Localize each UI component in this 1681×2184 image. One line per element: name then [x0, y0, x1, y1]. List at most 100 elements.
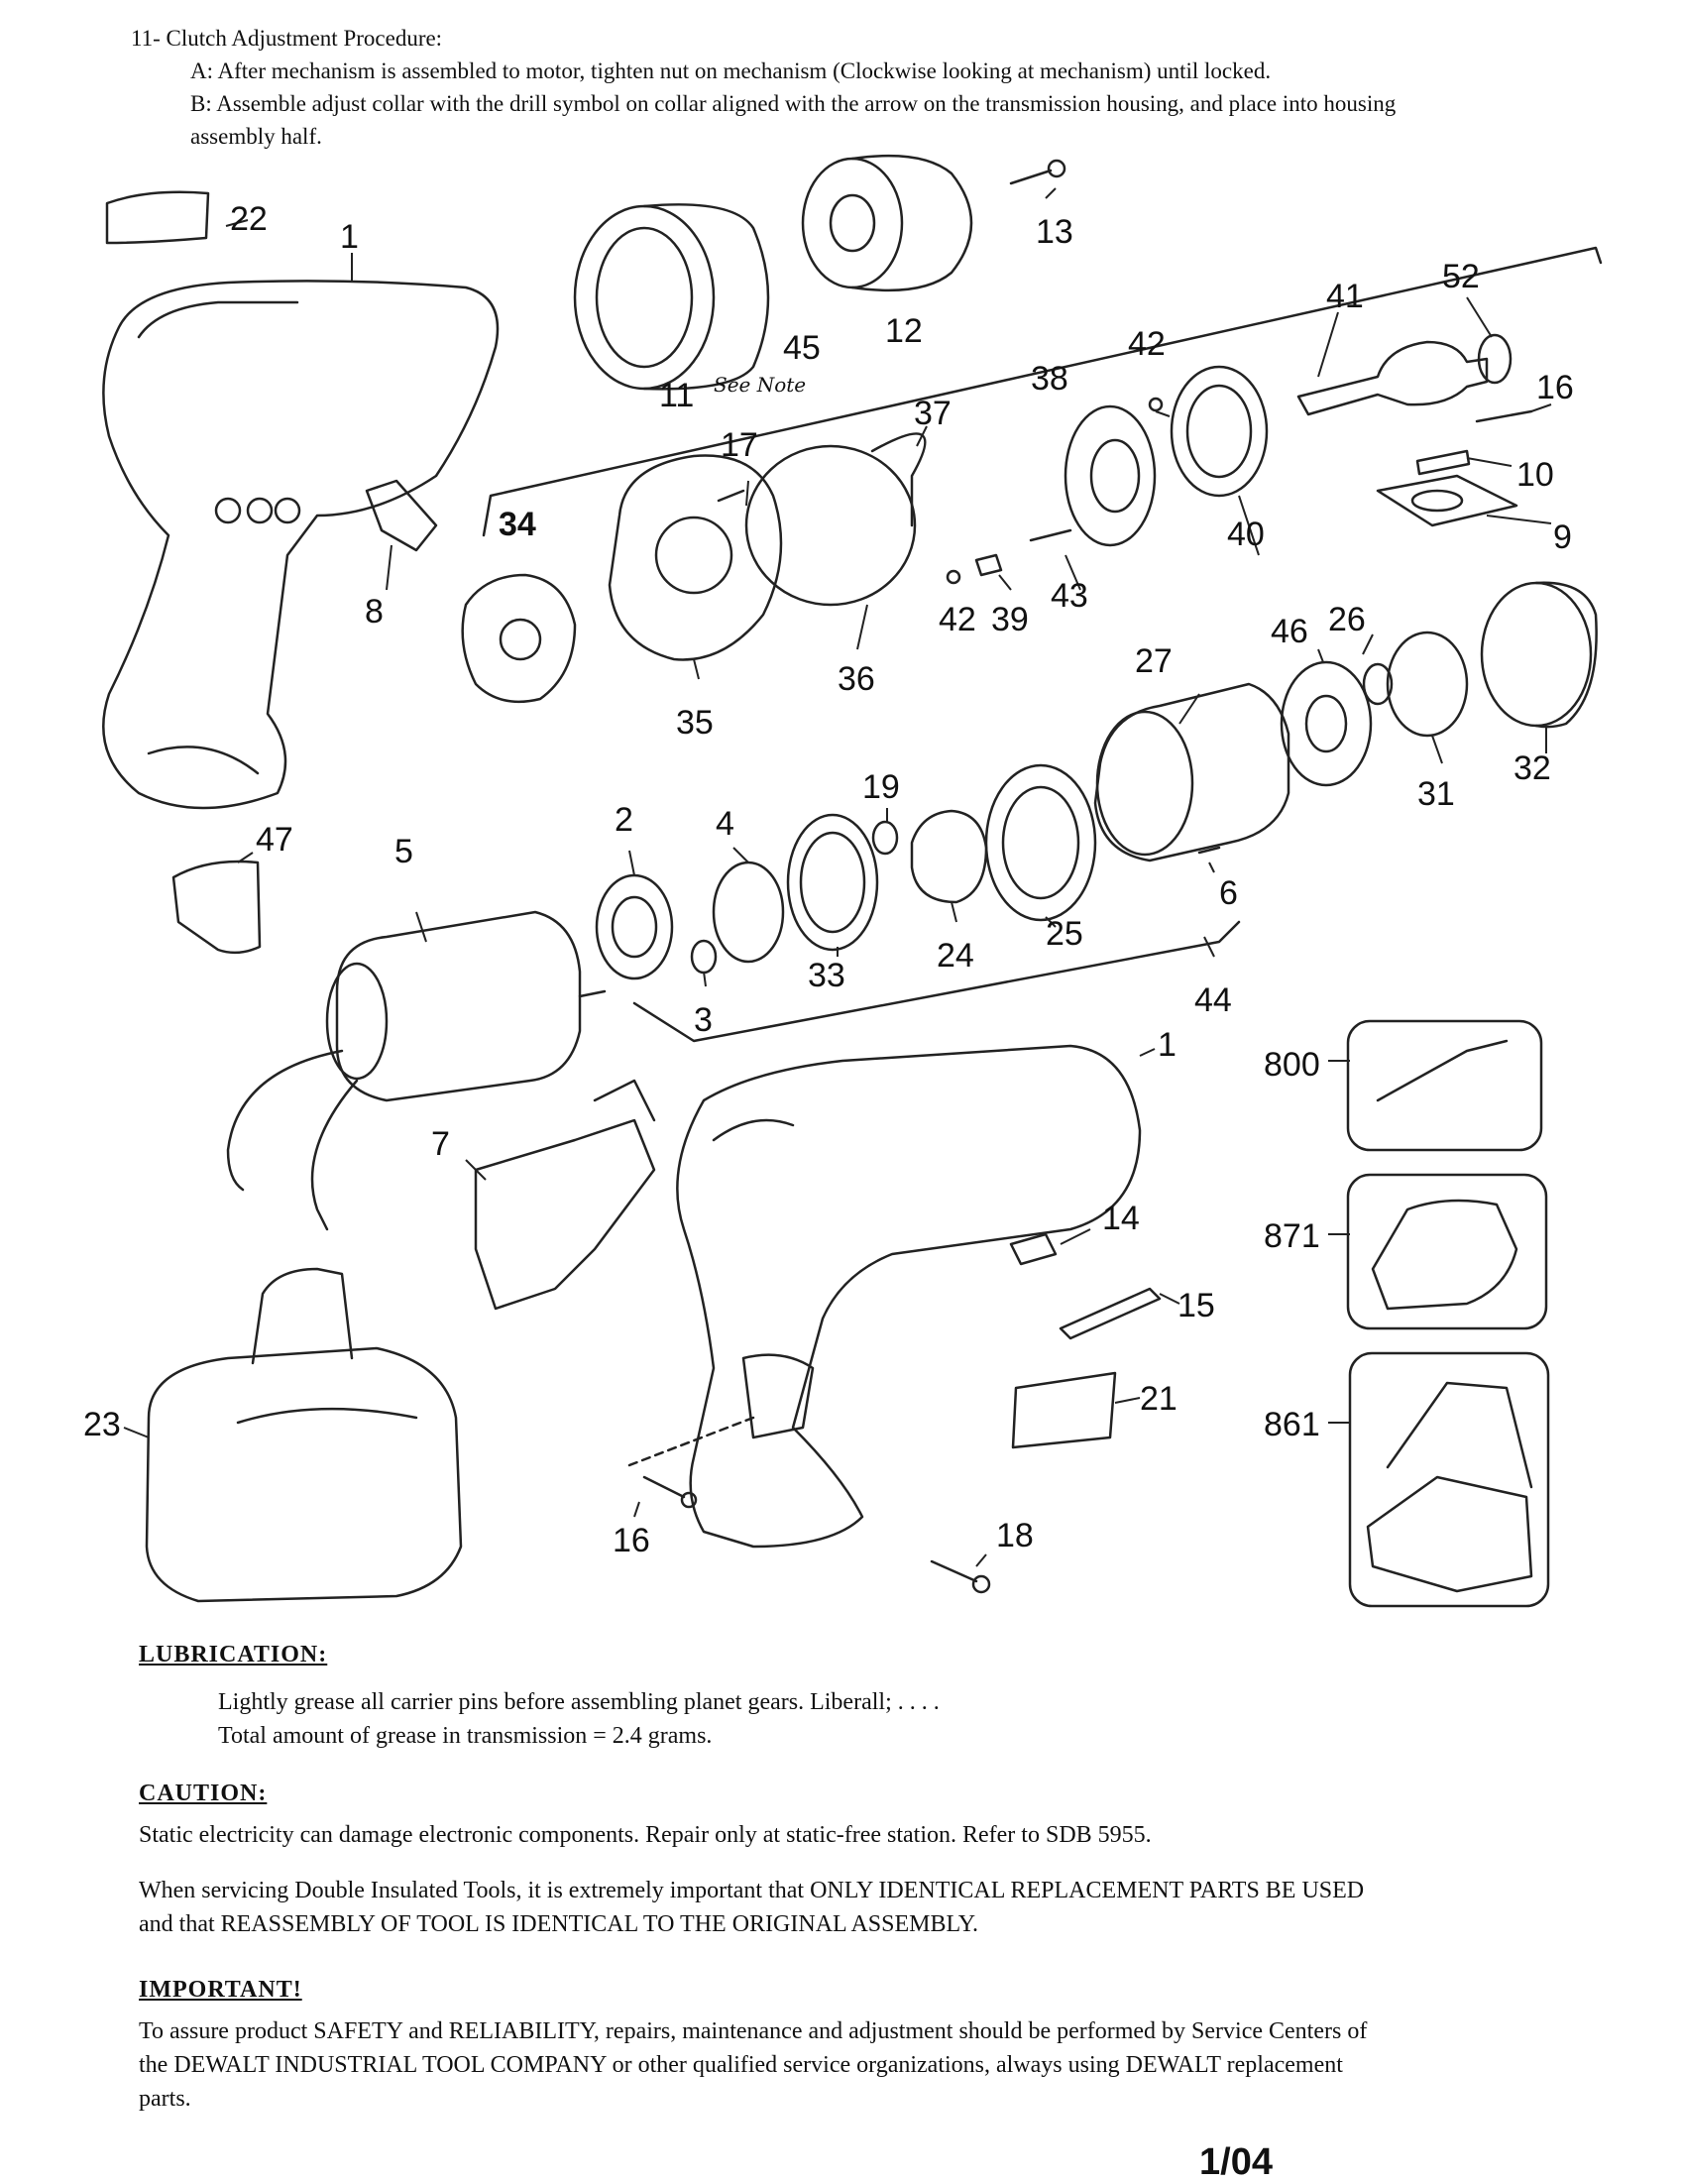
label-24: 24 — [937, 937, 974, 975]
label-35: 35 — [676, 704, 714, 742]
battery-stem — [251, 1267, 354, 1365]
label-17: 17 — [721, 426, 758, 464]
part-3-gear — [690, 939, 718, 975]
label-9: 9 — [1553, 518, 1572, 556]
label-42-bottom: 42 — [939, 601, 976, 638]
part-1-housing-left — [102, 280, 500, 810]
part-18-screw — [930, 1559, 978, 1583]
label-19: 19 — [862, 768, 900, 806]
label-5: 5 — [394, 833, 413, 870]
label-36: 36 — [838, 660, 875, 698]
part-35-housing — [608, 454, 783, 661]
label-37: 37 — [914, 395, 952, 432]
label-23: 23 — [83, 1406, 121, 1443]
label-21: 21 — [1140, 1380, 1177, 1418]
lubrication-heading: LUBRICATION: — [139, 1642, 328, 1667]
important-para: To assure product SAFETY and RELIABILITY… — [139, 2018, 1368, 2112]
label-861: 861 — [1264, 1406, 1320, 1443]
part-40-ring — [1170, 365, 1269, 498]
part-36-ring — [744, 444, 917, 607]
page-number: 1/04 — [1199, 2141, 1273, 2183]
part-4-carrier — [712, 861, 785, 964]
part-13-screw — [1009, 169, 1053, 185]
part-15-bit — [1059, 1287, 1162, 1340]
part-41-spindle — [1296, 340, 1489, 416]
part-21-label — [1011, 1371, 1117, 1449]
important-section: IMPORTANT! To assure product SAFETY and … — [139, 1973, 1388, 2116]
charger-871 — [1371, 1199, 1518, 1311]
caution-section: CAUTION: Static electricity can damage e… — [139, 1777, 1388, 1941]
kit-861-box — [1348, 1351, 1550, 1608]
label-14: 14 — [1102, 1200, 1140, 1237]
label-800: 800 — [1264, 1046, 1320, 1084]
label-34: 34 — [499, 506, 536, 543]
see-note-annotation: See Note — [714, 373, 806, 397]
clutch-procedure: 11- Clutch Adjustment Procedure: A: Afte… — [131, 22, 1419, 153]
label-25: 25 — [1046, 915, 1083, 953]
label-1-bottom: 1 — [1158, 1026, 1177, 1064]
label-32: 32 — [1513, 749, 1551, 787]
part-16-pin — [1475, 409, 1533, 423]
label-1-top: 1 — [340, 218, 359, 256]
part-2-plate — [595, 873, 674, 980]
part-number-labels: 22 1 11 12 13 45 41 52 42 38 16 10 9 17 … — [83, 200, 1574, 1559]
label-44: 44 — [1194, 981, 1232, 1019]
part-26-gear — [1362, 662, 1394, 706]
part-17-screw — [717, 489, 745, 503]
label-8: 8 — [365, 593, 384, 631]
part-6-screw — [1197, 846, 1221, 855]
label-39: 39 — [991, 601, 1029, 638]
part-31-carrier — [1386, 631, 1469, 738]
case-861 — [1366, 1475, 1533, 1593]
lubrication-section: LUBRICATION: Lightly grease all carrier … — [139, 1638, 1388, 1753]
part-7-switch — [474, 1118, 656, 1311]
kit-871-box — [1346, 1173, 1548, 1330]
part-8-clip — [365, 479, 438, 552]
exploded-parts-diagram: 22 1 11 12 13 45 41 52 42 38 16 10 9 17 … — [83, 154, 1603, 1608]
procedure-step-a: A: After mechanism is assembled to motor… — [190, 58, 1272, 83]
kit-800-box — [1346, 1019, 1543, 1152]
label-3: 3 — [694, 1001, 713, 1039]
label-42-top: 42 — [1128, 325, 1166, 363]
part-47-shield — [171, 860, 262, 955]
label-33: 33 — [808, 957, 845, 994]
label-871: 871 — [1264, 1217, 1320, 1255]
part-16-screw — [642, 1475, 686, 1499]
part-24-carrier — [910, 809, 988, 904]
label-15: 15 — [1177, 1287, 1215, 1324]
label-40: 40 — [1227, 516, 1265, 553]
label-26: 26 — [1328, 601, 1366, 638]
label-46: 46 — [1271, 613, 1308, 650]
part-10-part — [1415, 449, 1471, 476]
part-38-disk — [1064, 404, 1157, 547]
part-19-gear — [871, 820, 899, 856]
part-43-spring — [1029, 528, 1072, 542]
lubrication-line-1: Lightly grease all carrier pins before a… — [218, 1689, 940, 1715]
label-47: 47 — [256, 821, 293, 859]
part-22-label — [105, 190, 210, 245]
label-2: 2 — [615, 801, 633, 839]
part-23-battery — [145, 1346, 463, 1603]
part-37-wire — [870, 432, 927, 527]
label-12: 12 — [885, 312, 923, 350]
label-43: 43 — [1051, 577, 1088, 615]
label-27: 27 — [1135, 642, 1173, 680]
part-14-clip — [1009, 1232, 1058, 1266]
label-13: 13 — [1036, 213, 1073, 251]
label-10: 10 — [1516, 456, 1554, 494]
procedure-title: 11- Clutch Adjustment Procedure: — [131, 26, 443, 51]
label-52: 52 — [1442, 258, 1480, 295]
caution-para-2: When servicing Double Insulated Tools, i… — [139, 1878, 1365, 1937]
part-34-plate — [461, 573, 577, 704]
procedure-step-b: B: Assemble adjust collar with the drill… — [190, 91, 1397, 149]
label-4: 4 — [716, 805, 734, 843]
caution-heading: CAUTION: — [139, 1781, 268, 1806]
label-45: 45 — [783, 329, 821, 367]
part-39-pin — [974, 553, 1003, 577]
part-33-ring — [786, 813, 879, 952]
label-11: 11 — [659, 377, 694, 414]
label-7: 7 — [431, 1125, 450, 1163]
part-32-ring-gear — [1480, 581, 1593, 728]
label-22: 22 — [230, 200, 268, 238]
label-16-top: 16 — [1536, 369, 1574, 406]
